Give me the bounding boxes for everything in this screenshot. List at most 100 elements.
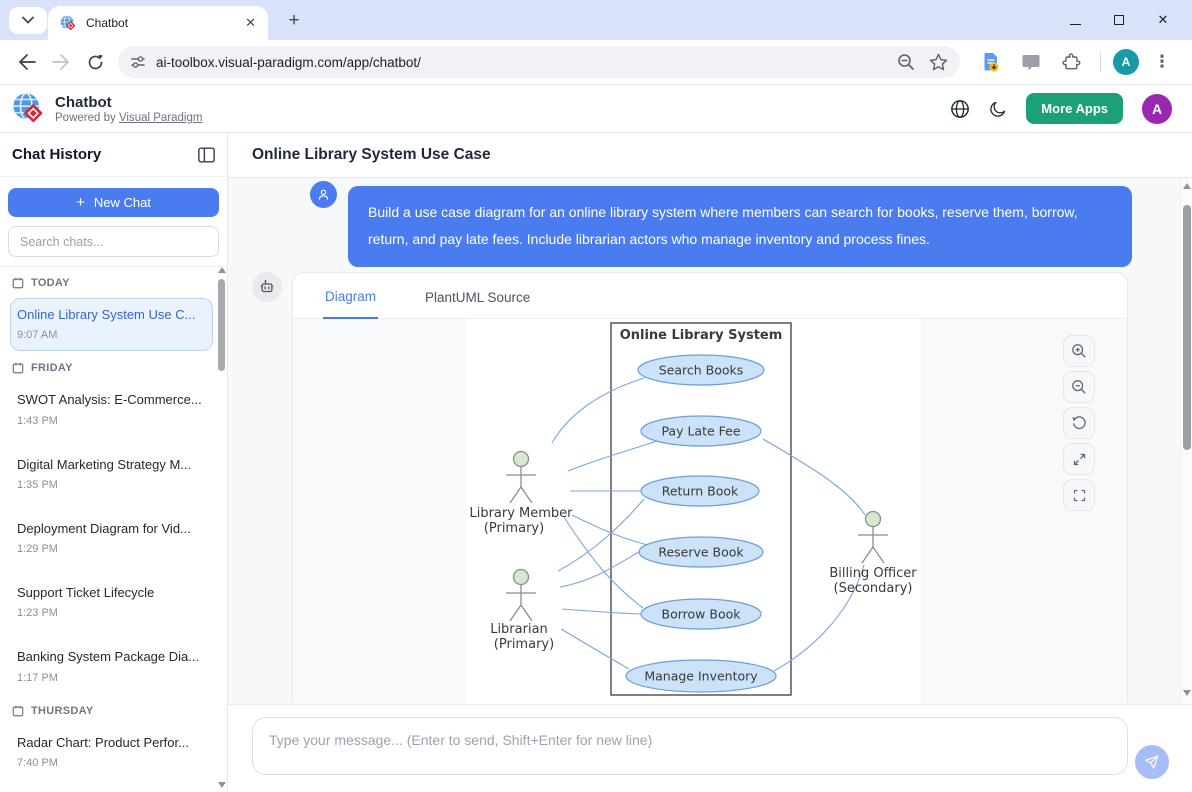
chat-item[interactable]: SWOT Analysis: E-Commerce... 1:43 PM	[10, 383, 213, 436]
app-header: Chatbot Powered by Visual Paradigm More …	[0, 85, 1192, 133]
divider	[1100, 52, 1101, 72]
calendar-icon	[12, 277, 24, 289]
sidebar-scrollbar[interactable]	[217, 265, 227, 792]
visual-paradigm-favicon	[60, 15, 77, 32]
bookmark-star-icon[interactable]	[929, 53, 948, 71]
zoom-in-icon	[1071, 343, 1087, 359]
actor-librarian-role: (Primary)	[494, 637, 554, 652]
sidebar-title: Chat History	[12, 146, 101, 163]
use-case-return-book: Return Book	[662, 484, 739, 499]
reload-icon	[87, 54, 104, 71]
app-title: Chatbot	[55, 94, 202, 111]
chat-item-selected[interactable]: Online Library System Use C... 9:07 AM	[10, 298, 213, 351]
browser-titlebar: Chatbot ✕ + ✕	[0, 0, 1192, 40]
window-controls: ✕	[1068, 12, 1192, 28]
actor-billing-officer	[858, 512, 888, 564]
language-globe-icon[interactable]	[950, 99, 970, 119]
zoom-out-button[interactable]	[1063, 371, 1095, 403]
browser-menu-button[interactable]: ⋮	[1145, 45, 1179, 79]
message-composer	[228, 704, 1192, 792]
system-boundary-title: Online Library System	[620, 328, 783, 343]
docs-offline-button[interactable]	[974, 45, 1008, 79]
person-icon	[316, 187, 331, 202]
chat-list: TODAY Online Library System Use C... 9:0…	[0, 265, 217, 792]
plus-icon: +	[76, 194, 85, 211]
powered-by: Powered by Visual Paradigm	[55, 112, 202, 124]
diagram-card: Diagram PlantUML Source Online Library S…	[292, 272, 1128, 704]
more-apps-button[interactable]: More Apps	[1026, 93, 1123, 124]
tab-close-icon[interactable]: ✕	[245, 15, 256, 31]
new-tab-button[interactable]: +	[282, 9, 306, 33]
scrollbar-thumb[interactable]	[1183, 205, 1191, 450]
fullscreen-button[interactable]	[1063, 479, 1095, 511]
user-avatar[interactable]: A	[1142, 94, 1172, 124]
bot-message-avatar	[252, 272, 282, 302]
extensions-button[interactable]	[1054, 45, 1088, 79]
forward-button[interactable]	[44, 45, 78, 79]
message-input[interactable]	[252, 717, 1128, 775]
url-text[interactable]: ai-toolbox.visual-paradigm.com/app/chatb…	[156, 55, 897, 70]
collapse-panel-icon[interactable]	[198, 147, 215, 163]
new-chat-button[interactable]: + New Chat	[8, 188, 219, 217]
dark-mode-moon-icon[interactable]	[989, 100, 1007, 118]
section-header-friday: FRIDAY	[12, 362, 213, 374]
use-case-diagram: Online Library System	[466, 319, 921, 703]
chat-item[interactable]: Deployment Diagram for Vid... 1:29 PM	[10, 512, 213, 565]
maximize-button[interactable]	[1112, 13, 1126, 28]
actor-billing-officer-name: Billing Officer	[829, 566, 917, 581]
browser-tab[interactable]: Chatbot ✕	[48, 6, 268, 40]
tab-plantuml-source[interactable]: PlantUML Source	[423, 290, 532, 318]
send-button[interactable]	[1135, 745, 1169, 779]
search-chats-input[interactable]	[8, 226, 219, 257]
scroll-up-arrow[interactable]	[1183, 183, 1191, 189]
actor-librarian	[506, 570, 536, 622]
close-button[interactable]: ✕	[1156, 12, 1170, 28]
expand-arrows-icon	[1072, 452, 1087, 467]
chat-area: Build a use case diagram for an online l…	[228, 178, 1192, 704]
minimize-button[interactable]	[1068, 13, 1082, 28]
fullscreen-brackets-icon	[1072, 488, 1087, 503]
diagram-toolbar	[1063, 335, 1095, 511]
visual-paradigm-logo	[12, 92, 46, 126]
expand-button[interactable]	[1063, 443, 1095, 475]
comment-icon	[1021, 52, 1041, 72]
reset-view-button[interactable]	[1063, 407, 1095, 439]
chat-history-sidebar: Chat History + New Chat TODAY	[0, 133, 228, 792]
reload-button[interactable]	[78, 45, 112, 79]
omnibox[interactable]: ai-toolbox.visual-paradigm.com/app/chatb…	[118, 46, 960, 78]
site-settings-icon[interactable]	[130, 54, 146, 70]
robot-icon	[258, 278, 276, 296]
actor-billing-officer-role: (Secondary)	[834, 581, 913, 596]
actor-librarian-name: Librarian	[490, 622, 548, 637]
user-message-avatar	[310, 181, 337, 208]
forward-icon	[52, 54, 70, 70]
scroll-up-arrow[interactable]	[218, 267, 226, 273]
calendar-icon	[12, 705, 24, 717]
chevron-down-icon	[22, 16, 34, 24]
back-icon	[18, 54, 36, 70]
diagram-viewport[interactable]: Online Library System	[293, 319, 1127, 704]
visual-paradigm-link[interactable]: Visual Paradigm	[119, 112, 203, 124]
zoom-in-button[interactable]	[1063, 335, 1095, 367]
diagram-tabs: Diagram PlantUML Source	[293, 273, 1127, 319]
scroll-down-arrow[interactable]	[218, 782, 226, 788]
chat-item[interactable]: Radar Chart: Product Perfor... 7:40 PM	[10, 726, 213, 779]
tab-diagram[interactable]: Diagram	[323, 289, 378, 319]
actor-library-member-name: Library Member	[469, 506, 573, 521]
chat-scrollbar[interactable]	[1180, 178, 1192, 704]
browser-profile-avatar[interactable]: A	[1113, 49, 1139, 75]
tab-search-button[interactable]	[9, 7, 47, 34]
zoom-page-icon[interactable]	[897, 53, 915, 71]
use-case-reserve-book: Reserve Book	[658, 545, 744, 560]
chat-item[interactable]: Banking System Package Dia... 1:17 PM	[10, 640, 213, 693]
section-header-today: TODAY	[12, 277, 213, 289]
addressbar-actions: A ⋮	[974, 45, 1179, 79]
feedback-button[interactable]	[1014, 45, 1048, 79]
chat-item[interactable]: Support Ticket Lifecycle 1:23 PM	[10, 576, 213, 629]
scroll-down-arrow[interactable]	[1183, 690, 1191, 696]
chat-item[interactable]: Digital Marketing Strategy M... 1:35 PM	[10, 448, 213, 501]
scrollbar-thumb[interactable]	[218, 279, 225, 371]
use-case-pay-late-fee: Pay Late Fee	[661, 424, 740, 439]
back-button[interactable]	[10, 45, 44, 79]
